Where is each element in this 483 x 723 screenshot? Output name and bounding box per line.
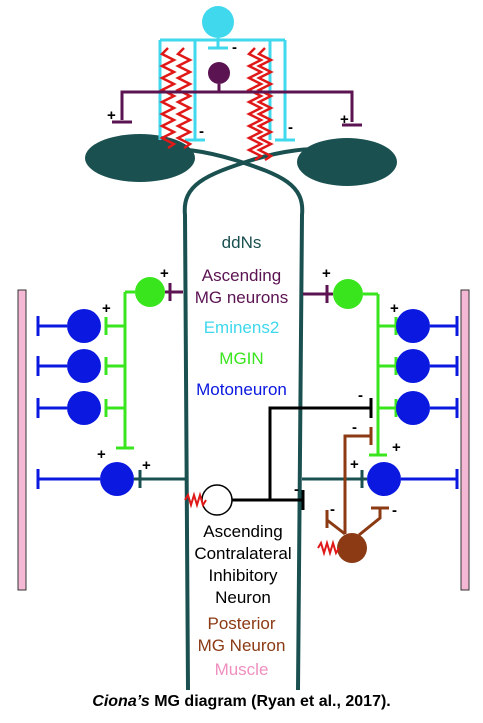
legend-muscle: Muscle [214,660,269,679]
left-motoneuron-2 [67,349,101,383]
top-ascending-mg-neuron [208,62,230,84]
acin-label-line4: Neuron [215,588,271,607]
right-motoneuron-4 [367,462,401,496]
right-mgin-neuron [333,279,363,309]
sign-right-mgin-plus: + [322,265,331,282]
sign-right-mn1-plus: + [390,300,399,317]
left-mgin-neuron [135,277,165,307]
posterior-mg-spring [317,539,340,557]
left-motoneuron-1 [67,309,101,343]
left-motoneuron-3 [67,391,101,425]
figure-caption: Ciona’s MG diagram (Ryan et al., 2017). [0,693,483,711]
sign-right-mn4-plus-b: + [392,439,401,456]
legend-ddns: ddNs [221,233,262,252]
sign-right-mn4-plus-a: + [350,456,359,473]
sign-eminens-minus: - [232,39,237,56]
acin-spring [184,491,207,509]
sign-right-minus-top: - [288,119,293,136]
sign-posterior-minus-left: - [330,501,335,518]
acin-label-line2: Contralateral [194,544,292,563]
top-spring-4 [256,47,274,162]
sign-left-plus-top: + [107,107,116,124]
right-muscle-bar [460,289,470,591]
caption-italic: Ciona’s [92,693,150,710]
sign-left-mn4-plus-b: + [142,457,151,474]
sign-left-mgin-plus: + [160,265,169,282]
left-muscle-bar [17,289,27,591]
top-spring-1 [159,47,177,150]
sign-left-mn1-plus: + [102,300,111,317]
left-motoneuron-4 [100,462,134,496]
acin-neuron [201,484,233,516]
left-ddn-body [85,134,195,182]
top-spring-3 [246,47,264,162]
right-motoneuron-3 [396,391,430,425]
top-spring-2 [175,47,193,150]
sign-left-mn4-plus-a: + [97,446,106,463]
posterior-mg-neuron [337,533,367,563]
legend-posterior-mg-line1: Posterior [207,614,276,633]
legend-ascending-mg-line1: Ascending [201,266,282,285]
sign-acin-minus-upper: - [358,387,363,404]
sign-posterior-minus-upper: - [352,419,357,436]
caption-rest: MG diagram (Ryan et al., 2017). [149,693,391,710]
legend-ascending-mg-line2: MG neurons [194,288,289,307]
legend-posterior-mg-line2: MG Neuron [197,636,286,655]
sign-right-plus-top: + [340,111,349,128]
legend-motoneuron: Motoneuron [196,380,287,399]
sign-acin-minus-lower: - [294,481,299,498]
sign-left-minus-top: - [199,123,204,140]
sign-posterior-minus-right: - [392,502,397,519]
acin-label-line3: Inhibitory [208,566,278,585]
legend-mgin: MGIN [219,349,264,368]
eminens2-neuron [202,6,234,38]
right-ddn-body [297,138,397,186]
acin-label: Ascending Contralateral Inhibitory Neuro… [183,521,303,609]
legend-eminens2: Eminens2 [203,318,280,337]
acin-label-line1: Ascending [203,522,283,541]
right-motoneuron-1 [396,309,430,343]
right-motoneuron-2 [396,349,430,383]
